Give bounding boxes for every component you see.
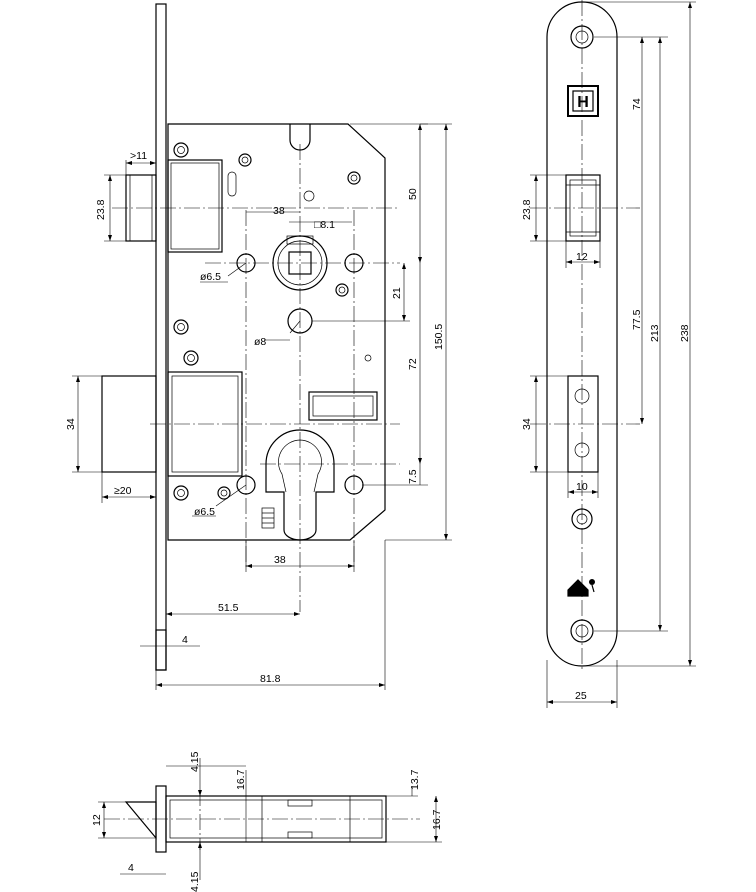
- dim-faceplate-thickness: 4: [182, 634, 188, 646]
- screw-bottom: [217, 486, 231, 500]
- dim-arrows-side: [534, 2, 692, 704]
- dim-latch-height: 34: [65, 418, 77, 430]
- screw-left-mid: [173, 319, 189, 335]
- dim-square-spindle: □8.1: [314, 219, 335, 231]
- bottom-dim-bottom-offset: 4.15: [189, 871, 201, 892]
- side-dim-bolt-height: 34: [521, 418, 533, 430]
- latch-window-inner: [312, 395, 374, 417]
- bottom-dim-right-height: 16.7: [431, 809, 443, 830]
- house-with-key-icon: [567, 579, 595, 597]
- dim-spindle-offset: 38: [273, 205, 285, 217]
- side-dim-faceplate-length: 238: [679, 324, 691, 342]
- bottom-dim-inner-width: 16.7: [235, 769, 247, 790]
- pin-hole-top: [303, 190, 315, 202]
- dim-cam-height: 23.8: [95, 199, 107, 220]
- side-dim-hole-to-hole: 213: [649, 324, 661, 342]
- bottom-slot-bottom: [287, 831, 313, 839]
- dim-cylinder-offset: 7.5: [407, 469, 419, 484]
- dim-hole-left-top: ø6.5: [200, 271, 221, 283]
- side-dim-spindle-to-latch: 77.5: [631, 309, 643, 330]
- side-dim-cam-height: 23.8: [521, 199, 533, 220]
- bottom-slot-top: [287, 799, 313, 807]
- screw-top-left: [173, 142, 189, 158]
- deadbolt: [101, 375, 157, 473]
- bottom-dim-right-top: 13.7: [409, 769, 421, 790]
- faceplate-foot: [155, 629, 167, 671]
- dim-arrows-bottom: [102, 790, 438, 848]
- dim-bolt-projection: ≥20: [114, 485, 132, 497]
- bottom-dim-faceplate-thickness: 4: [128, 862, 134, 874]
- dim-hole-mid: ø8: [254, 336, 266, 348]
- screw-right-mid: [335, 283, 349, 297]
- side-dim-top-hole-to-spindle: 74: [631, 98, 643, 110]
- lock-body-outline: [167, 123, 386, 541]
- dim-arrows-front: [76, 124, 448, 687]
- latch-housing-top-inner: [170, 162, 220, 250]
- small-hole: [364, 354, 372, 362]
- side-dim-faceplate-width: 25: [575, 690, 587, 702]
- latch-window: [308, 391, 378, 421]
- dim-spindle-to-mid: 21: [391, 287, 403, 299]
- slot-small: [227, 171, 237, 197]
- side-dim-cam-width: 12: [576, 251, 588, 263]
- dim-backset: 51.5: [218, 602, 239, 614]
- dim-lines-front: [72, 123, 452, 690]
- latch-housing-top: [167, 159, 223, 253]
- dim-spindle-to-cylinder: 72: [407, 358, 419, 370]
- screw-top: [238, 153, 252, 167]
- side-view: H: [521, 0, 696, 708]
- side-dim-bolt-width: 10: [576, 481, 588, 493]
- bottom-bolt: [124, 801, 157, 840]
- brand-logo: H: [567, 85, 599, 117]
- brand-logo-letter: H: [577, 94, 589, 111]
- dim-spindle-to-top: 50: [407, 188, 419, 200]
- dim-lines-side: [530, 1, 696, 708]
- dim-overall-body: 150.5: [433, 324, 445, 350]
- screw-right-top: [347, 171, 361, 185]
- dim-cylinder-spacing: 38: [274, 554, 286, 566]
- screw-bottom-left: [173, 485, 189, 501]
- dim-hole-left-bottom: ø6.5: [194, 506, 215, 518]
- dim-cam-projection: >11: [130, 150, 147, 162]
- bottom-dim-top-offset: 4.15: [189, 751, 201, 772]
- dim-lines-bottom: [98, 758, 442, 880]
- faceplate-strip: [155, 3, 167, 671]
- front-view: >11 23.8 38 □8.1 ø6.5 50 21 ø8 72 150.5 …: [65, 3, 452, 690]
- screw-left-lower: [183, 350, 199, 366]
- bottom-dim-bolt-thickness: 12: [91, 814, 103, 826]
- bottom-view: 4.15 16.7 13.7 12 16.7 4 4.15: [91, 751, 443, 892]
- dim-body-depth: 81.8: [260, 673, 281, 685]
